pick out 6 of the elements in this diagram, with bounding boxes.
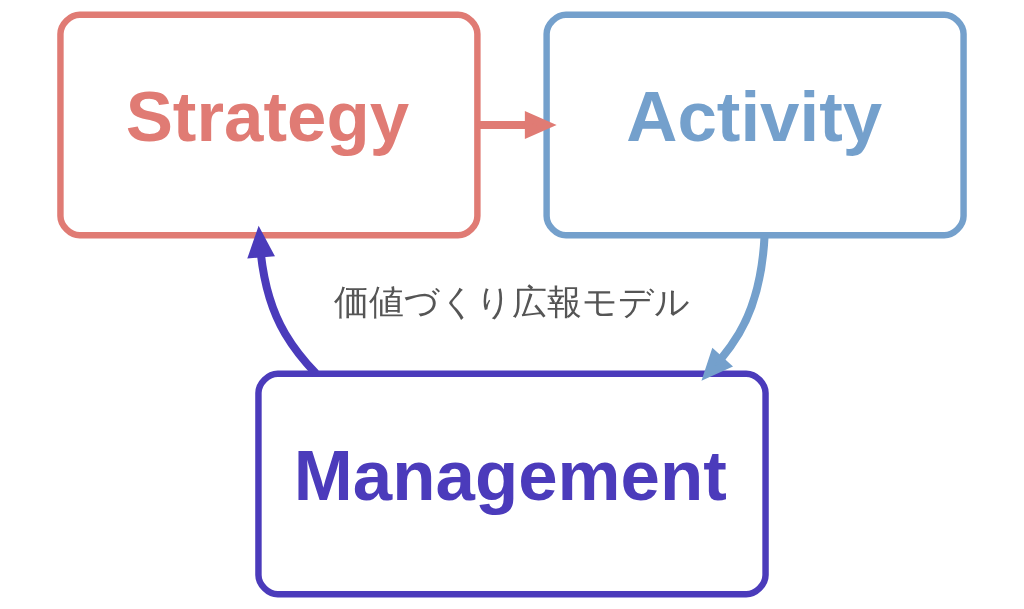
node-box: Management — [255, 370, 769, 598]
arrow — [477, 111, 557, 139]
node-box: Activity — [543, 11, 967, 239]
label: 価値づくり広報モデル — [334, 281, 690, 322]
node-box: Strategy — [57, 11, 481, 239]
arrow — [701, 235, 769, 381]
